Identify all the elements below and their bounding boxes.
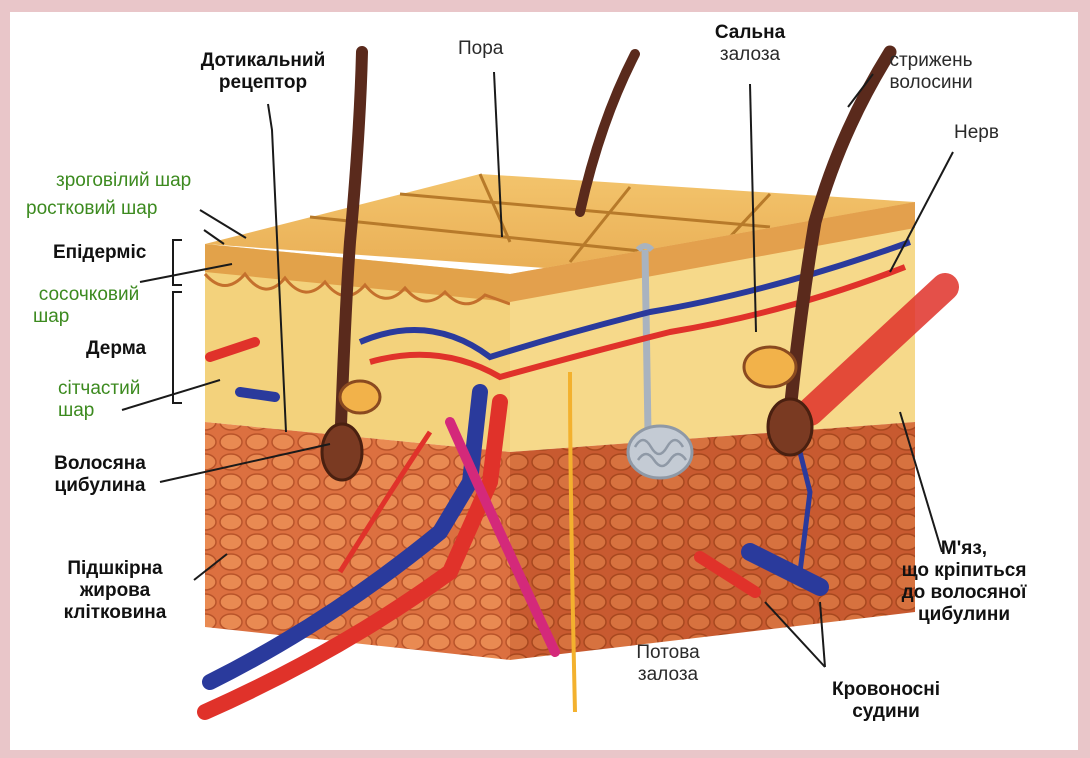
sweat-gland-line1: Потова [620, 642, 716, 664]
hair-shaft-line1: стрижень [876, 50, 986, 72]
sebaceous-gland-line1: Сальна [695, 22, 805, 44]
blood-vessels-label: Кровоносні судини [816, 679, 956, 723]
reticular-layer-line2: шар [58, 400, 140, 422]
reticular-layer-label: сітчастий шар [58, 378, 140, 422]
hair-bulb-label: Волосяна цибулина [40, 453, 160, 497]
sebaceous-gland-line2: залоза [695, 44, 805, 66]
hair-bulb-line1: Волосяна [40, 453, 160, 475]
sweat-gland-line2: залоза [620, 664, 716, 686]
muscle-label: М'яз, що кріпиться до волосяної цибулини [884, 538, 1044, 626]
papillary-layer-label: сосочковий шар [22, 284, 156, 328]
sebaceous-gland-label: Сальна залоза [695, 22, 805, 66]
stratum-corneum-label: зроговілий шар [56, 170, 191, 192]
sweat-gland-label: Потова залоза [620, 642, 716, 686]
muscle-line2: що кріпиться [884, 560, 1044, 582]
papillary-layer-line2: шар [22, 306, 156, 328]
muscle-line1: М'яз, [884, 538, 1044, 560]
touch-receptor-label: Дотикальний рецептор [182, 50, 344, 94]
touch-receptor-line2: рецептор [182, 72, 344, 94]
hair-shaft-line2: волосини [876, 72, 986, 94]
muscle-line4: цибулини [884, 604, 1044, 626]
subcutaneous-line1: Підшкірна [48, 558, 182, 580]
stratum-germinativum-label: ростковий шар [26, 198, 157, 220]
pore-label: Пора [458, 38, 503, 60]
epidermis-label: Епідерміс [53, 242, 146, 264]
touch-receptor-line1: Дотикальний [182, 50, 344, 72]
subcutaneous-tissue-label: Підшкірна жирова клітковина [48, 558, 182, 624]
skin-cross-section-illustration [10, 12, 1078, 750]
blood-vessels-line2: судини [816, 701, 956, 723]
nerve-label: Нерв [954, 122, 999, 144]
muscle-line3: до волосяної [884, 582, 1044, 604]
subcutaneous-line3: клітковина [48, 602, 182, 624]
diagram-canvas: Дотикальний рецептор Пора Сальна залоза … [10, 12, 1078, 750]
blood-vessels-line1: Кровоносні [816, 679, 956, 701]
hair-shaft-label: стрижень волосини [876, 50, 986, 94]
subcutaneous-line2: жирова [48, 580, 182, 602]
dermis-label: Дерма [86, 338, 146, 360]
papillary-layer-line1: сосочковий [22, 284, 156, 306]
reticular-layer-line1: сітчастий [58, 378, 140, 400]
hair-bulb-line2: цибулина [40, 475, 160, 497]
